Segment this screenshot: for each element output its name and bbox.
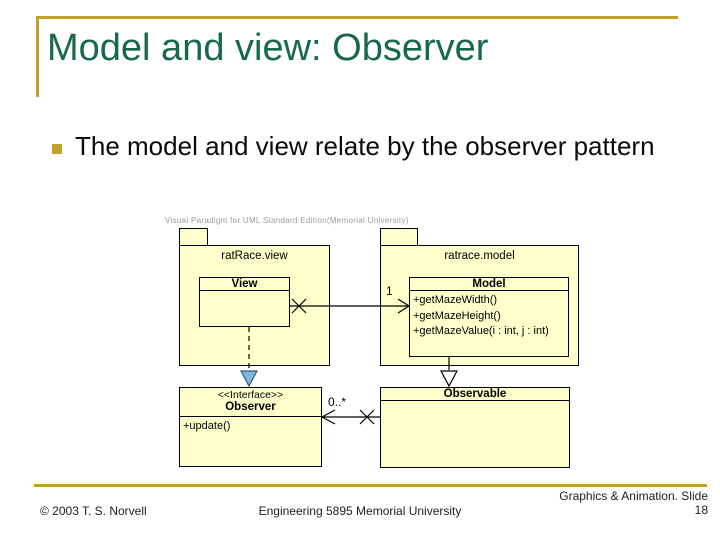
association-observable-observer (322, 410, 380, 424)
method-update: +update() (183, 420, 231, 432)
diagram-connectors (160, 210, 600, 480)
left-accent-rule (36, 16, 39, 97)
class-model-methods: +getMazeWidth() +getMazeHeight() +getMaz… (410, 291, 568, 342)
class-view: View (199, 277, 290, 327)
class-observable-name: Observable (381, 388, 569, 401)
class-observer-header: <<Interface>> Observer (180, 388, 321, 417)
class-observer-stereotype: <<Interface>> (217, 389, 284, 401)
class-model: Model +getMazeWidth() +getMazeHeight() +… (409, 277, 569, 357)
footer-slide-info: Graphics & Animation. Slide 18 (488, 489, 708, 517)
class-observer-name: Observer (225, 401, 276, 413)
open-arrowhead-left-icon (322, 410, 335, 424)
realization-view-observer (241, 327, 257, 386)
top-accent-rule (37, 16, 678, 19)
diagram-watermark: Visual Paradigm for UML Standard Edition… (165, 216, 409, 225)
method-get-maze-width: +getMazeWidth() (413, 294, 498, 306)
class-observable: Observable (380, 387, 570, 468)
open-arrowhead-right-icon (398, 299, 409, 313)
bullet-square-icon (52, 144, 62, 154)
package-view-name: ratRace.view (221, 250, 288, 262)
page-title: Model and view: Observer (47, 27, 489, 69)
method-get-maze-value: +getMazeValue(i : int, j : int) (413, 325, 549, 337)
class-model-name: Model (410, 278, 568, 291)
package-view-tab (179, 228, 208, 245)
footer-accent-rule (34, 484, 707, 487)
x-mark-icon (360, 410, 374, 424)
package-model-name: ratrace.model (444, 250, 515, 262)
generalization-triangle-icon (441, 371, 457, 386)
bullet-text: The model and view relate by the observe… (75, 131, 655, 161)
footer-course: Engineering 5895 Memorial University (258, 504, 462, 518)
x-mark-icon (292, 299, 306, 313)
package-model-tab (380, 228, 418, 245)
realization-triangle-icon (241, 371, 257, 386)
multiplicity-view-model: 1 (386, 284, 393, 298)
class-observer: <<Interface>> Observer +update() (179, 387, 322, 467)
footer-slide-number: 18 (694, 503, 708, 517)
generalization-model-observable (441, 357, 457, 386)
association-view-model (290, 299, 409, 313)
class-observer-methods: +update() (180, 417, 321, 437)
class-view-name: View (200, 278, 289, 291)
method-get-maze-height: +getMazeHeight() (413, 309, 501, 322)
multiplicity-observable-observer: 0..* (328, 395, 347, 409)
footer-slide-info-line1: Graphics & Animation. Slide (559, 489, 708, 503)
footer-copyright: © 2003 T. S. Norvell (40, 504, 147, 518)
